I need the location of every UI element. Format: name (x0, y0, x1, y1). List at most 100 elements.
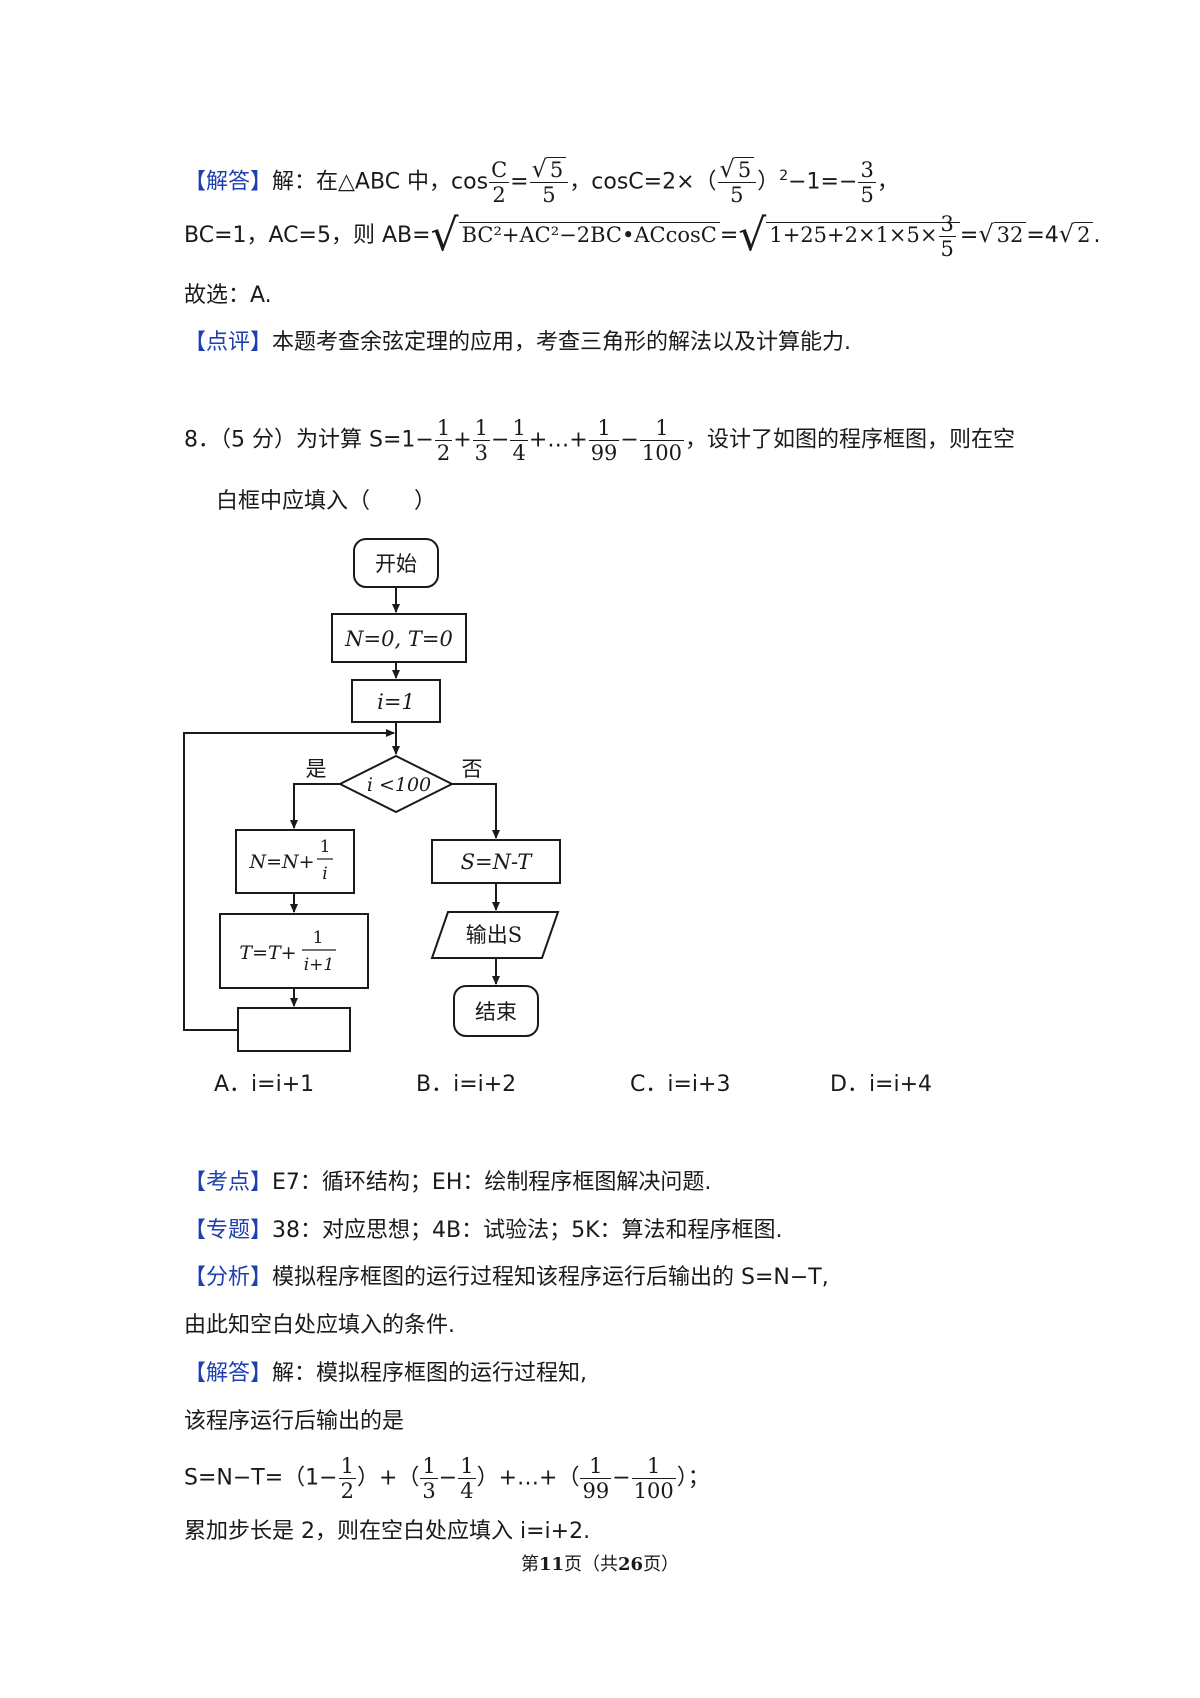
text: . (1093, 223, 1101, 248)
text: = (719, 223, 739, 248)
exponent: 2 (779, 168, 789, 184)
sqrt-sign: √ (1058, 220, 1075, 248)
comment-line: 【点评】本题考查余弦定理的应用，考查三角形的解法以及计算能力. (184, 323, 851, 363)
decision-diamond (337, 754, 455, 814)
text: ）； (676, 1465, 710, 1491)
page-number: 11 (538, 1554, 564, 1575)
text: + (453, 427, 472, 453)
text: BC=1，AC=5，则 AB= (184, 223, 431, 248)
kaodian-line: 【考点】E7：循环结构；EH：绘制程序框图解决问题. (184, 1163, 711, 1203)
jieda-tag: 【解答】 (184, 1361, 273, 1386)
text: =4 (1026, 223, 1059, 248)
text: E7：循环结构；EH：绘制程序框图解决问题. (272, 1170, 712, 1195)
text: ，设计了如图的程序框图，则在空 (684, 427, 1015, 453)
text: 38：对应思想；4B：试验法；5K：算法和程序框图. (272, 1218, 783, 1243)
zhuanti-tag: 【专题】 (184, 1218, 273, 1243)
text: 解：模拟程序框图的运行过程知, (272, 1361, 588, 1386)
no-label: 否 (462, 757, 483, 781)
output-parallelogram (430, 911, 560, 959)
solution-line-2: BC=1，AC=5，则 AB=√BC²+AC²−2BC•ACcosC=√1+25… (184, 212, 1100, 261)
radicand: BC²+AC²−2BC•ACcosC (458, 222, 720, 247)
text: = (959, 223, 979, 248)
text: ，cosC=2×（ (569, 169, 717, 195)
text: ， (876, 169, 899, 195)
end-terminal (453, 985, 539, 1037)
yes-label: 是 (306, 757, 327, 781)
init-nt-box (331, 613, 467, 663)
text: ）+（ (356, 1465, 420, 1491)
text: 页（共 (564, 1554, 618, 1575)
option-b[interactable]: B．i=i+2 (416, 1072, 517, 1097)
radicand: 32 (993, 222, 1027, 247)
text: +…+ (528, 427, 588, 453)
total-pages: 26 (618, 1554, 644, 1575)
jieda-line-2: 该程序运行后输出的是 (184, 1409, 405, 1434)
step-n-den: i (322, 864, 327, 884)
assign-label: S=N-T (461, 850, 534, 874)
step-t-num: 1 (313, 928, 324, 948)
text: − (612, 1465, 631, 1491)
start-label: 开始 (375, 552, 417, 576)
text: 本题考查余弦定理的应用，考查三角形的解法以及计算能力. (272, 330, 852, 355)
sqrt-sign: √ (978, 220, 994, 248)
jieda-line: 【解答】解：模拟程序框图的运行过程知, (184, 1354, 587, 1394)
option-c[interactable]: C．i=i+3 (630, 1072, 731, 1097)
jieda-line-4: 累加步长是 2，则在空白处应填入 i=i+2. (184, 1519, 591, 1544)
blank-box (237, 1007, 351, 1052)
step-n-box (235, 829, 355, 894)
init-nt-label: N=0, T=0 (344, 627, 453, 651)
text: 第 (520, 1554, 539, 1575)
fenxi-line: 【分析】模拟程序框图的运行过程知该程序运行后输出的 S=N−T, (184, 1258, 829, 1298)
question-8-stem-cont: 白框中应填入（ ） (216, 489, 437, 514)
text: 页） (643, 1554, 680, 1575)
text: − (438, 1465, 458, 1491)
text: ）+…+（ (476, 1465, 580, 1491)
text: 模拟程序框图的运行过程知该程序运行后输出的 S=N−T, (272, 1265, 829, 1290)
text: = (510, 169, 529, 195)
comment-tag: 【点评】 (184, 330, 273, 355)
end-label: 结束 (475, 1000, 517, 1024)
option-d[interactable]: D．i=i+4 (830, 1072, 933, 1097)
step-n-num: 1 (320, 837, 331, 857)
text: −1=− (788, 169, 858, 195)
solution-conclusion: 故选：A. (184, 283, 272, 308)
assign-box (431, 839, 561, 884)
step-t-den: i+1 (304, 955, 335, 975)
sqrt-sign: √ (738, 210, 767, 261)
option-a[interactable]: A．i=i+1 (214, 1072, 315, 1097)
page-footer: 第11页（共26页） (0, 1550, 1200, 1576)
zhuanti-line: 【专题】38：对应思想；4B：试验法；5K：算法和程序框图. (184, 1211, 783, 1251)
decision-label: i <100 (367, 774, 431, 796)
text: − (491, 427, 510, 453)
kaodian-tag: 【考点】 (184, 1170, 273, 1195)
text: 解：在△ABC 中，cos (272, 169, 489, 195)
text: ） (757, 169, 780, 195)
text: 8．（5 分）为计算 S=1− (184, 427, 434, 453)
fenxi-line-2: 由此知空白处应填入的条件. (184, 1313, 455, 1338)
answer-tag: 【解答】 (184, 169, 273, 195)
fenxi-tag: 【分析】 (184, 1265, 273, 1290)
radicand: 2 (1074, 222, 1094, 247)
output-label: 输出S (466, 923, 522, 947)
text: − (620, 427, 639, 453)
text: S=N−T=（1− (184, 1465, 338, 1491)
